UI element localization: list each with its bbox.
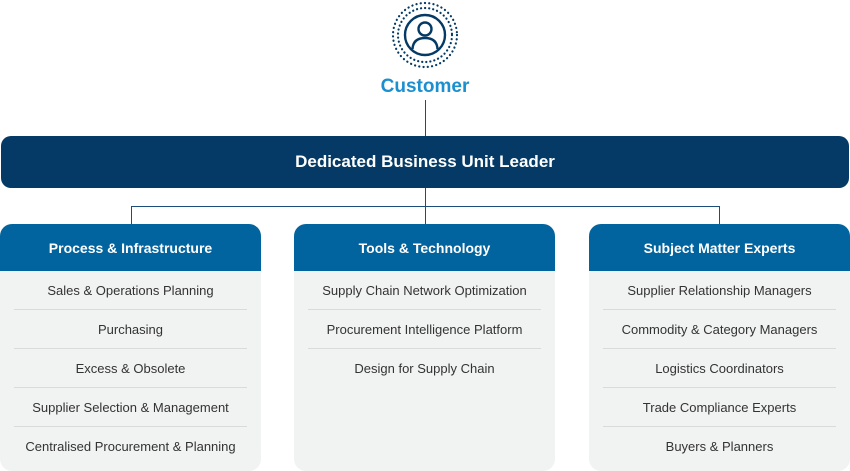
customer-label: Customer (380, 76, 470, 97)
list-item: Buyers & Planners (665, 438, 774, 454)
column-process-infrastructure: Process & Infrastructure Sales & Operati… (0, 224, 261, 471)
connector-right (719, 206, 720, 224)
customer-user-icon (390, 0, 460, 70)
list-item: Excess & Obsolete (14, 349, 247, 388)
connector-left (131, 206, 132, 224)
column-header: Tools & Technology (294, 224, 555, 271)
connector-customer-leader (425, 100, 426, 136)
column-header: Process & Infrastructure (0, 224, 261, 271)
list-item: Supplier Selection & Management (14, 388, 247, 427)
list-item: Sales & Operations Planning (14, 271, 247, 310)
business-unit-leader-box: Dedicated Business Unit Leader (1, 136, 849, 188)
column-header: Subject Matter Experts (589, 224, 850, 271)
list-item: Procurement Intelligence Platform (308, 310, 541, 349)
leader-label: Dedicated Business Unit Leader (295, 152, 555, 171)
column-subject-matter-experts: Subject Matter Experts Supplier Relation… (589, 224, 850, 471)
list-item: Centralised Procurement & Planning (25, 438, 236, 454)
column-tools-technology: Tools & Technology Supply Chain Network … (294, 224, 555, 471)
list-item: Purchasing (14, 310, 247, 349)
list-item: Logistics Coordinators (603, 349, 836, 388)
list-item: Trade Compliance Experts (603, 388, 836, 427)
list-item: Design for Supply Chain (354, 360, 495, 376)
list-item: Supply Chain Network Optimization (308, 271, 541, 310)
list-item: Supplier Relationship Managers (603, 271, 836, 310)
list-item: Commodity & Category Managers (603, 310, 836, 349)
connector-horizontal (131, 206, 720, 207)
